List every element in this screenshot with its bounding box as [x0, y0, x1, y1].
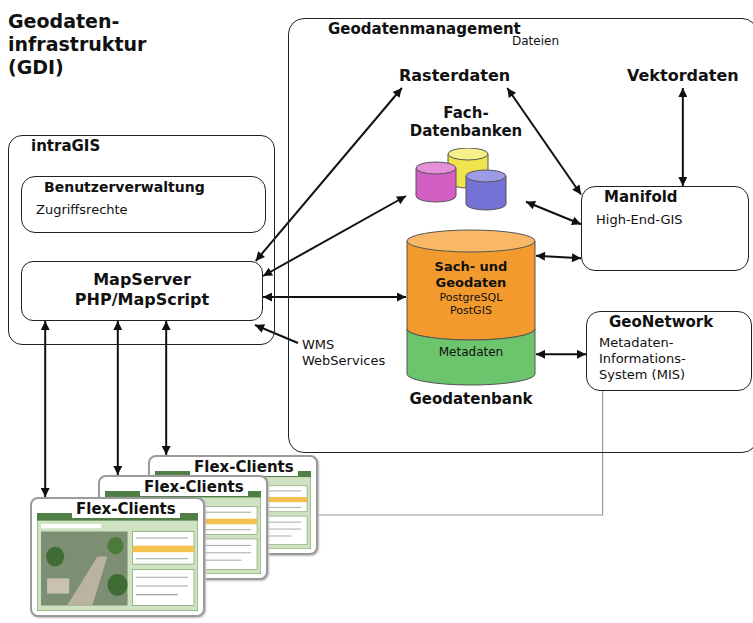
node-text: Metadaten- Informations- System (MIS) [599, 335, 729, 383]
shape-illustration [406, 148, 526, 218]
connector-group [45, 88, 683, 515]
connector [682, 88, 684, 186]
module-box: BenutzerverwaltungZugriffsrechte [21, 176, 266, 233]
connector [256, 88, 402, 261]
node-heading: Geodatenmanagement [324, 20, 525, 38]
service-label: WMS WebServices [302, 337, 397, 369]
node-heading: MapServer PHP/MapScript [67, 270, 217, 310]
node-text: PostgreSQL PostGIS [426, 291, 516, 317]
screenshot-illustration [37, 513, 198, 611]
server-box: MapServer PHP/MapScript [21, 261, 263, 321]
shape-use [37, 513, 198, 611]
node-heading: Fach- Datenbanken [406, 104, 526, 140]
node-heading: Vektordaten [627, 66, 739, 85]
system-box: ManifoldHigh-End-GIS [581, 186, 749, 271]
node-heading: Flex-Clients [190, 458, 298, 476]
system-box: GeoNetworkMetadaten- Informations- Syste… [586, 311, 752, 391]
connector [536, 353, 586, 355]
connector [536, 256, 581, 258]
connector [44, 321, 46, 497]
connector [263, 296, 406, 298]
client-window: Flex-Clients [30, 497, 205, 617]
connector [318, 391, 603, 515]
connector [526, 202, 581, 225]
connector [165, 321, 167, 455]
node-heading: Rasterdaten [399, 66, 510, 85]
database-group: Fach- Datenbanken [406, 104, 526, 219]
node-text: Geodatenbank [406, 390, 536, 408]
connector [507, 88, 581, 195]
node-heading: Sach- und Geodaten [421, 259, 521, 291]
node-text: Zugriffsrechte [36, 202, 265, 218]
system-box: intraGIS BenutzerverwaltungZugriffsrechte… [8, 135, 275, 345]
shape-use [407, 230, 535, 385]
database-cylinder: Sach- und GeodatenPostgreSQL PostGIS Meta… [406, 229, 536, 408]
node-text: Metadaten [406, 345, 536, 360]
connector [263, 196, 406, 276]
node-heading: intraGIS [27, 137, 104, 155]
diagram-title: Geodaten- infrastruktur (GDI) [8, 10, 173, 79]
node-text: High-End-GIS [596, 212, 748, 228]
node-heading: Manifold [600, 188, 682, 206]
note-label: Dateien [512, 34, 559, 49]
node-heading: GeoNetwork [605, 313, 717, 331]
region-box: GeodatenmanagementRasterdaten Vektordaten… [288, 18, 753, 453]
leader-line [255, 325, 298, 343]
node-heading: Benutzerverwaltung [40, 178, 209, 196]
node-heading: Flex-Clients [140, 478, 248, 496]
shape-use [416, 148, 506, 210]
data-store: Rasterdaten [396, 63, 513, 88]
data-store: Vektordaten [624, 63, 742, 88]
node-heading: Flex-Clients [72, 500, 180, 518]
